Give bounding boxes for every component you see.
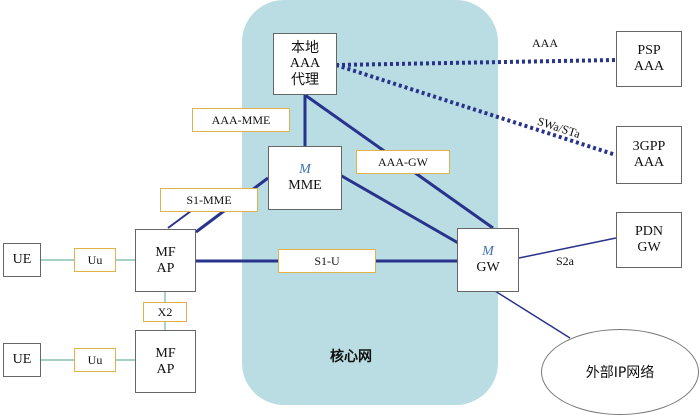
gw-node[interactable]: M GW [457,228,519,292]
aaa-interface-label: AAA [532,36,558,50]
mme-node[interactable]: M MME [268,146,342,210]
aaa-proxy-line1: 本地 [291,40,319,56]
pdn-gw-line2: GW [637,240,661,255]
ue-node-1[interactable]: UE [3,243,41,277]
uu-interface-label-1: Uu [74,248,116,272]
psp-aaa-node[interactable]: PSP AAA [616,31,682,87]
mf-ap-node-2[interactable]: MF AP [135,330,196,393]
ue-node-2[interactable]: UE [3,343,41,377]
psp-aaa-line2: AAA [633,59,665,74]
mf-ap-1-line2: AP [156,260,175,276]
mme-to-gw-link [339,173,461,246]
aaa-gw-interface-label: AAA-GW [356,150,450,174]
3gpp-aaa-line1: 3GPP [632,139,666,154]
psp-aaa-line1: PSP [637,43,661,58]
aaa-proxy-line2: AAA [289,56,321,71]
local-aaa-proxy-node[interactable]: 本地 AAA 代理 [273,33,337,95]
x2-interface-label: X2 [143,302,187,322]
mf-ap-1-line1: MF [155,244,176,260]
3gpp-aaa-node[interactable]: 3GPP AAA [616,126,682,184]
core-network-label: 核心网 [330,349,372,365]
aaa-to-3gpp-link [335,63,617,157]
mf-ap-node-1[interactable]: MF AP [135,229,196,292]
ue-1-label: UE [12,252,32,267]
s2a-interface-label: S2a [556,254,574,268]
gw-to-pdn-link [518,237,617,259]
mf-ap-2-line1: MF [155,345,176,361]
external-ip-network[interactable]: 外部IP网络 [541,329,699,415]
pdn-gw-line1: PDN [634,224,663,239]
gw-to-external-ip-link [494,290,571,339]
pdn-gw-node[interactable]: PDN GW [616,212,682,268]
external-ip-label: 外部IP网络 [585,365,655,381]
mme-mark: M [299,162,311,177]
s1-mme-interface-label: S1-MME [160,188,258,212]
uu-interface-label-2: Uu [74,348,116,372]
mme-label: MME [288,178,322,193]
aaa-proxy-line3: 代理 [291,72,319,88]
mf-ap-2-line2: AP [156,361,175,377]
ue-2-label: UE [12,352,32,367]
3gpp-aaa-line2: AAA [633,155,665,170]
aaa-to-psp-link [335,58,617,67]
s1-u-interface-label: S1-U [278,249,376,273]
gw-label: GW [476,260,500,275]
gw-mark: M [482,244,494,259]
aaa-mme-interface-label: AAA-MME [192,108,290,132]
